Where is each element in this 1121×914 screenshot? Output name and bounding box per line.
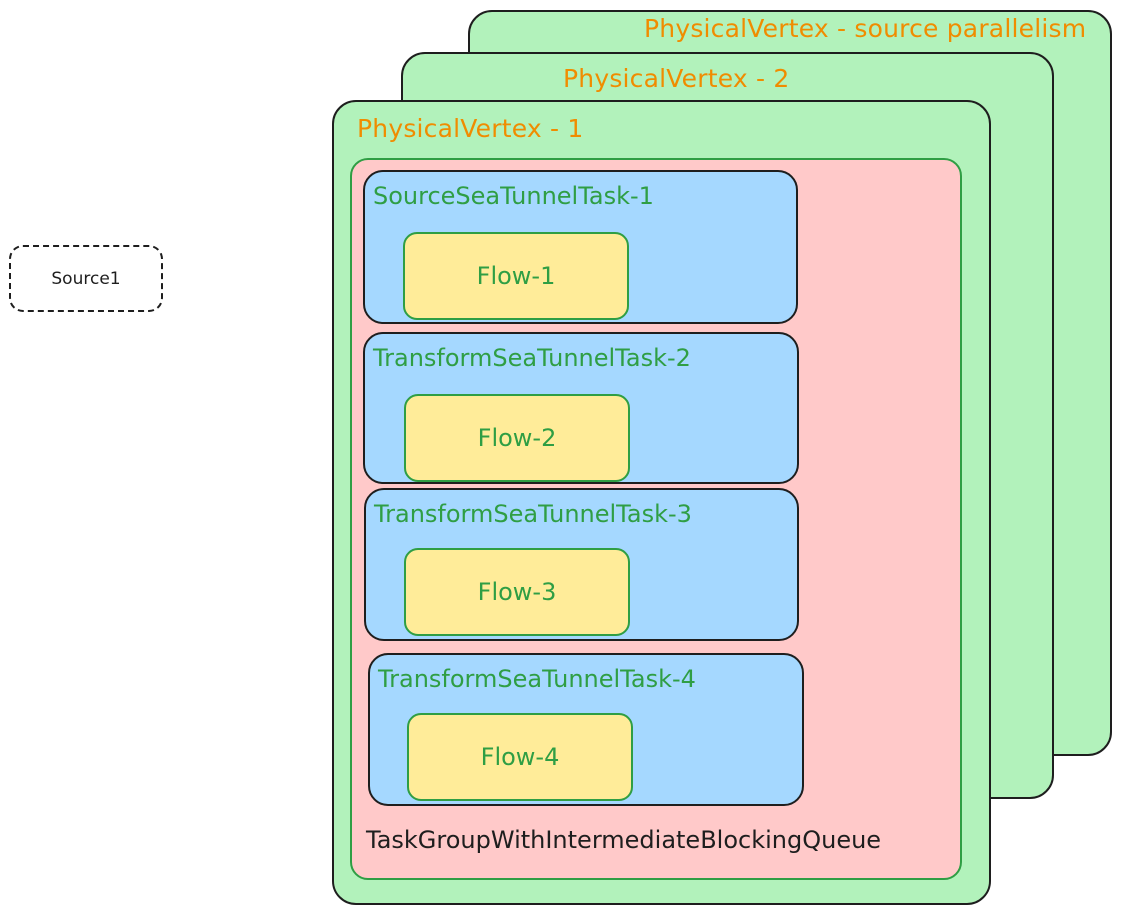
- physical-vertex-front[interactable]: PhysicalVertex - 1 SourceSeaTunnelTask-1…: [332, 100, 991, 905]
- flow-box-1[interactable]: Flow-1: [403, 232, 629, 320]
- task-box-3[interactable]: TransformSeaTunnelTask-3 Flow-3: [364, 488, 799, 641]
- physical-vertex-middle-title: PhysicalVertex - 2: [563, 64, 790, 93]
- flow-label-1: Flow-1: [476, 262, 556, 290]
- flow-label-4: Flow-4: [480, 743, 560, 771]
- task-group-label: TaskGroupWithIntermediateBlockingQueue: [366, 826, 882, 854]
- task-group[interactable]: SourceSeaTunnelTask-1 Flow-1 TransformSe…: [350, 158, 962, 880]
- task-title-3: TransformSeaTunnelTask-3: [374, 500, 692, 528]
- task-box-2[interactable]: TransformSeaTunnelTask-2 Flow-2: [363, 332, 799, 484]
- source-label: Source1: [51, 268, 121, 289]
- flow-box-2[interactable]: Flow-2: [404, 394, 630, 482]
- task-title-2: TransformSeaTunnelTask-2: [373, 344, 691, 372]
- flow-box-4[interactable]: Flow-4: [407, 713, 633, 801]
- source-node[interactable]: Source1: [9, 245, 163, 312]
- physical-vertex-front-title: PhysicalVertex - 1: [357, 114, 584, 143]
- task-title-4: TransformSeaTunnelTask-4: [378, 665, 696, 693]
- task-box-4[interactable]: TransformSeaTunnelTask-4 Flow-4: [368, 653, 804, 806]
- flow-label-2: Flow-2: [477, 424, 557, 452]
- flow-label-3: Flow-3: [477, 578, 557, 606]
- flow-box-3[interactable]: Flow-3: [404, 548, 630, 636]
- physical-vertex-back-title: PhysicalVertex - source parallelism: [644, 14, 1087, 43]
- task-title-1: SourceSeaTunnelTask-1: [373, 182, 654, 210]
- task-box-1[interactable]: SourceSeaTunnelTask-1 Flow-1: [363, 170, 798, 324]
